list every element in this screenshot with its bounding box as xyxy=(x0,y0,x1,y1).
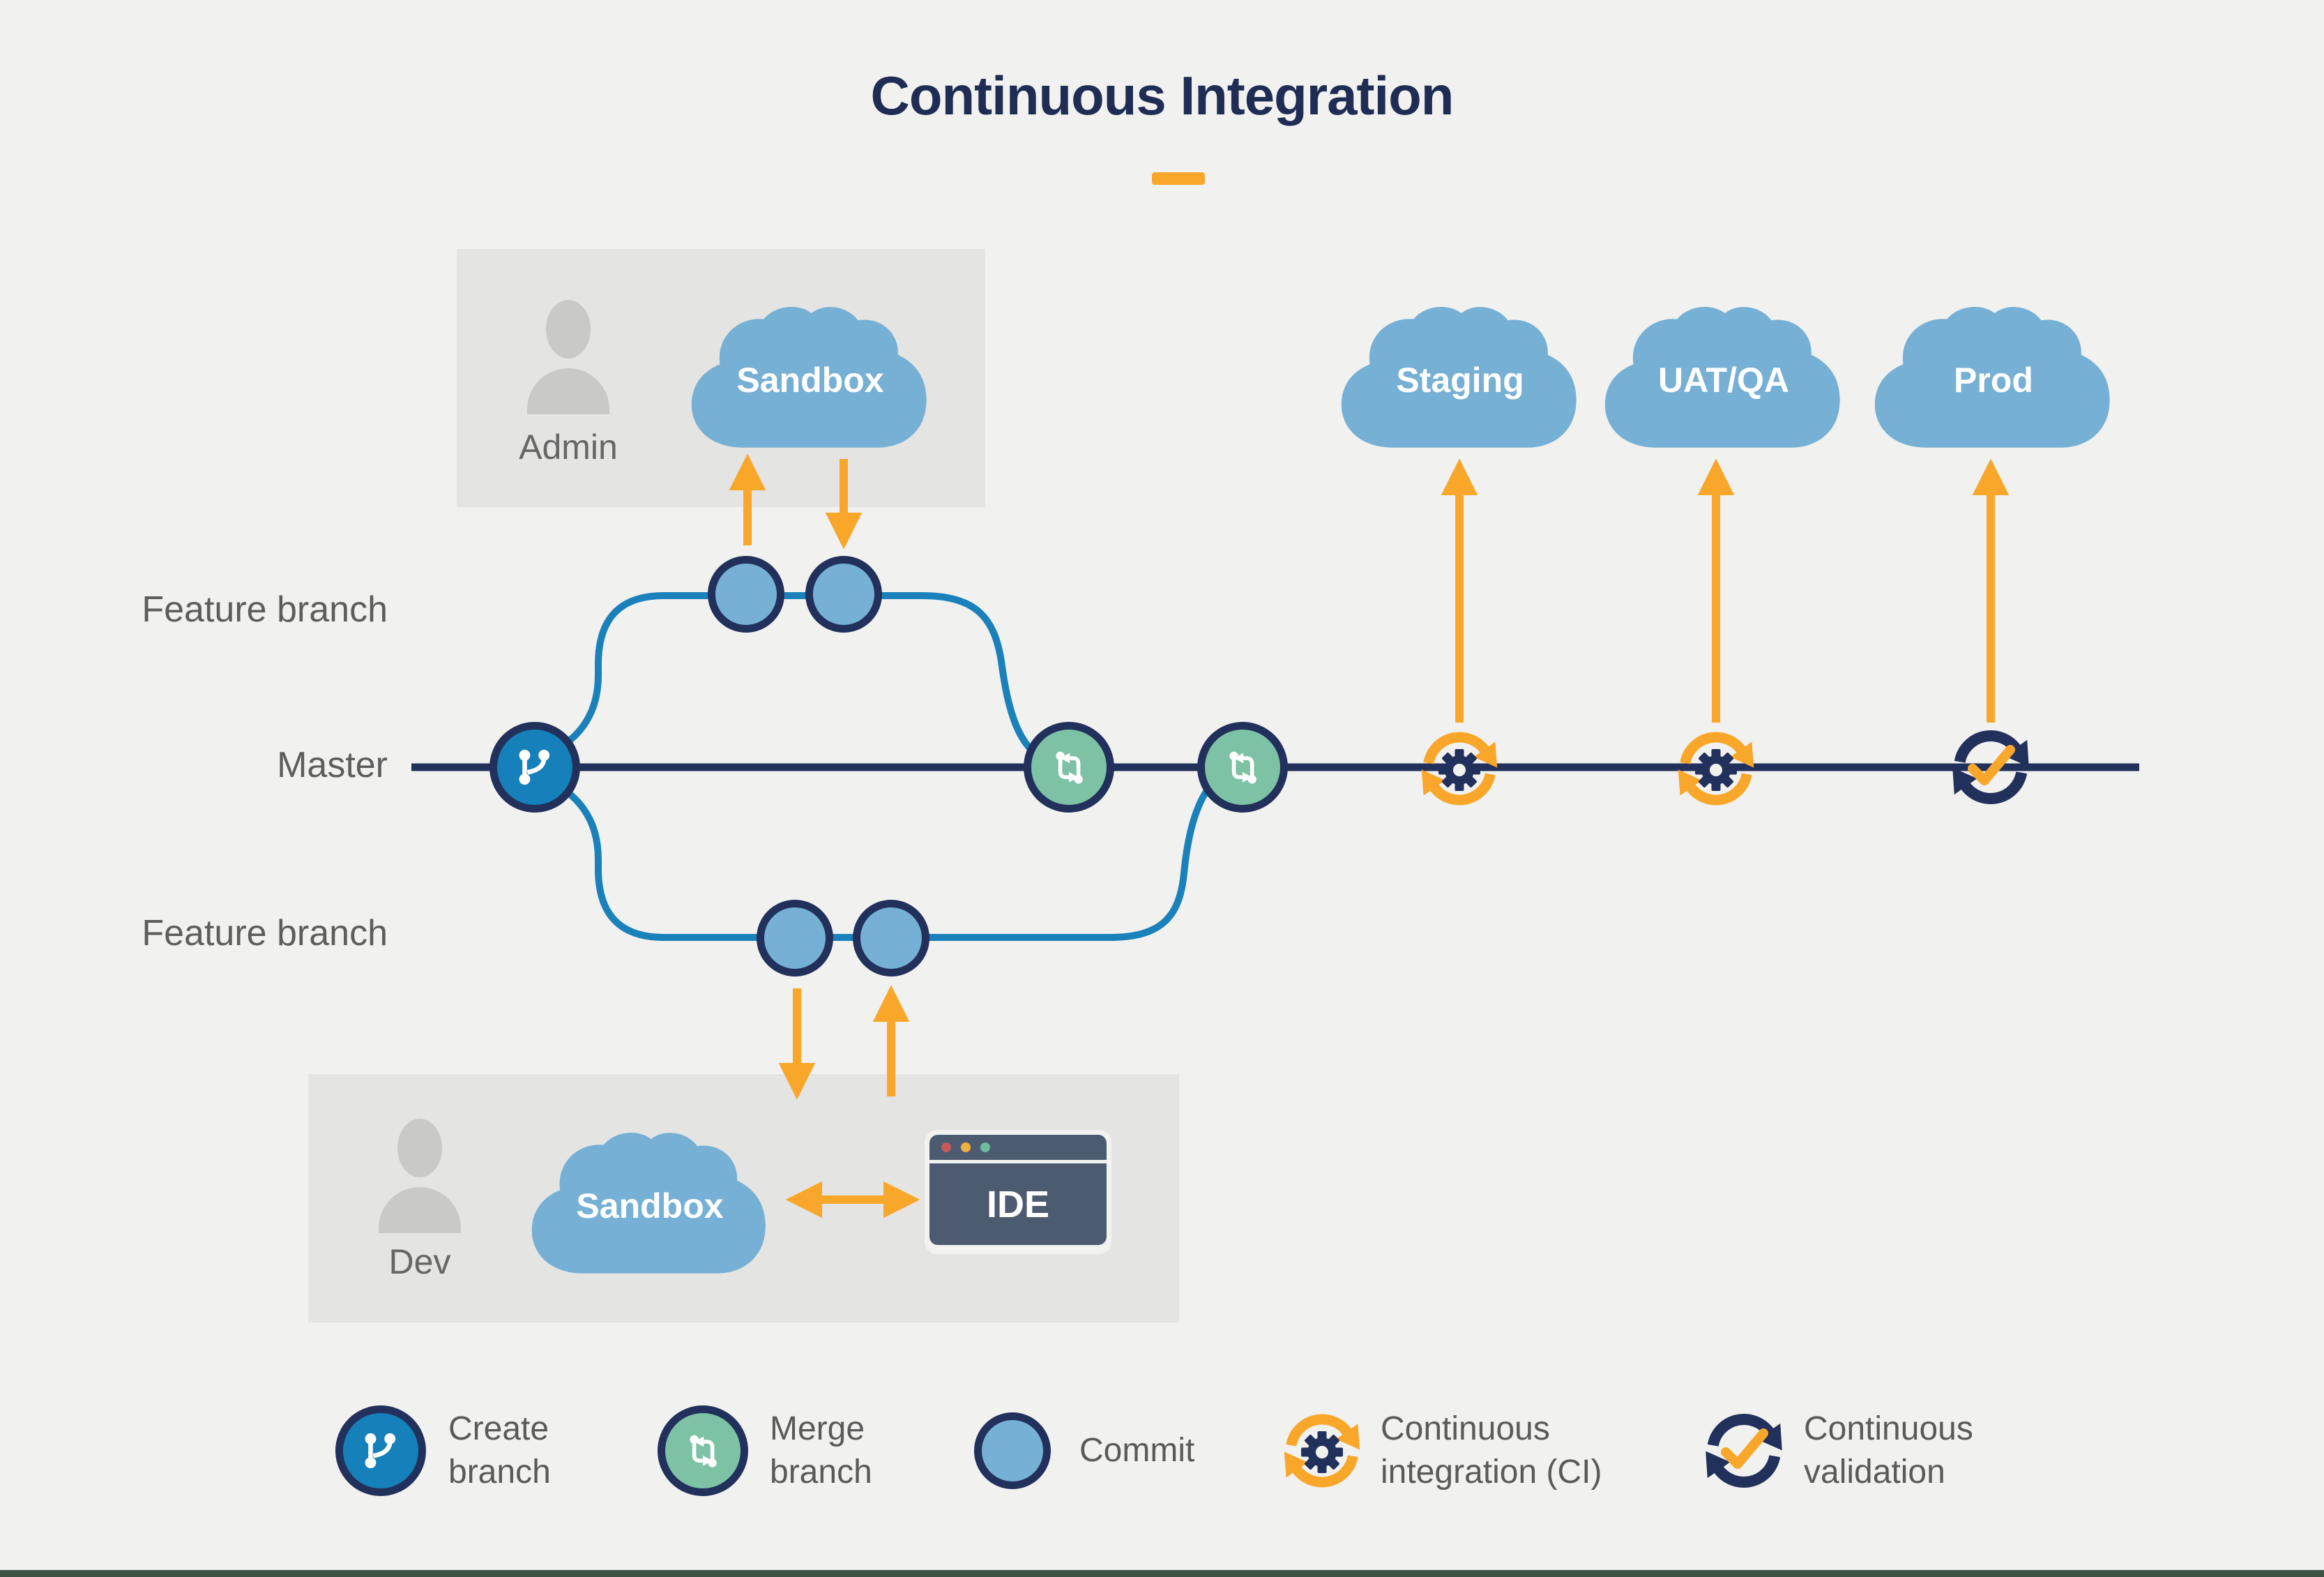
merge-branch-node xyxy=(1024,722,1114,813)
git-merge-icon xyxy=(1056,751,1083,784)
window-maximize-dot-icon xyxy=(980,1142,990,1152)
gear-icon xyxy=(1695,749,1737,791)
ci-cycle-gear-icon xyxy=(1284,1414,1360,1488)
ci-node xyxy=(1667,720,1765,817)
commit-node xyxy=(853,900,929,976)
uatqa-cloud-label: UAT/QA xyxy=(1658,361,1789,400)
merge-branch-node xyxy=(1197,722,1288,813)
ide-window: IDE xyxy=(925,1130,1111,1254)
cloud-icon xyxy=(1341,306,1577,448)
legend-merge-branch-node xyxy=(658,1405,748,1496)
admin-person-icon xyxy=(546,300,591,359)
legend-ci-icon xyxy=(1273,1402,1371,1500)
gear-icon xyxy=(1438,749,1480,791)
check-icon xyxy=(1721,1428,1768,1469)
validation-cycle-check-icon xyxy=(1706,1414,1782,1488)
cloud-icon xyxy=(691,306,927,448)
staging-cloud-label: Staging xyxy=(1396,361,1524,400)
window-close-dot-icon xyxy=(941,1142,951,1152)
title-underline xyxy=(1152,172,1205,185)
git-merge-icon xyxy=(690,1435,717,1467)
legend-create-branch-node xyxy=(335,1405,426,1496)
ide-body: IDE xyxy=(929,1163,1107,1245)
cloud-icon xyxy=(531,1132,766,1274)
dev-label: Dev xyxy=(388,1242,451,1281)
lane-label-master: Master xyxy=(277,745,388,785)
staging-cloud: Staging xyxy=(1331,293,1589,455)
commit-node xyxy=(805,556,882,633)
lane-label-feature-bottom: Feature branch xyxy=(142,913,388,953)
dev-person-icon xyxy=(397,1119,442,1177)
git-branch-icon xyxy=(519,749,550,785)
gear-icon xyxy=(1301,1431,1343,1473)
check-icon xyxy=(1968,745,2015,785)
ci-cycle-gear-icon xyxy=(1421,732,1498,806)
window-minimize-dot-icon xyxy=(961,1142,971,1152)
page-title: Continuous Integration xyxy=(870,65,1455,126)
cloud-icon xyxy=(1874,306,2110,448)
cloud-icon xyxy=(1604,306,1840,448)
uatqa-cloud: UAT/QA xyxy=(1595,293,1853,455)
prod-cloud-label: Prod xyxy=(1954,361,2033,400)
validation-node xyxy=(1942,718,2040,816)
prod-cloud: Prod xyxy=(1864,293,2122,455)
git-merge-icon xyxy=(1229,751,1256,784)
feature-branch-top-path xyxy=(535,592,1063,769)
lane-label-feature-top: Feature branch xyxy=(142,589,388,630)
legend-commit-node xyxy=(974,1412,1051,1489)
legend-merge-branch-label: Merge branch xyxy=(770,1410,872,1491)
legend-create-branch-label: Create branch xyxy=(448,1410,551,1491)
commit-node xyxy=(708,556,784,633)
ci-node xyxy=(1411,720,1508,817)
admin-sandbox-cloud: Sandbox xyxy=(681,293,939,455)
legend-commit-label: Commit xyxy=(1079,1432,1195,1469)
ide-titlebar xyxy=(929,1135,1107,1160)
validation-cycle-check-icon xyxy=(1952,730,2029,804)
dev-sandbox-cloud: Sandbox xyxy=(522,1119,778,1281)
legend-ci-label: Continuous integration (CI) xyxy=(1381,1410,1602,1491)
legend-validation-icon xyxy=(1695,1402,1793,1500)
dev-cloud-label: Sandbox xyxy=(576,1186,724,1226)
git-branch-icon xyxy=(365,1433,396,1469)
commit-node xyxy=(757,900,833,976)
footer-bar xyxy=(0,1570,2324,1577)
admin-label: Admin xyxy=(519,428,618,467)
create-branch-node xyxy=(489,722,580,813)
legend-validation-label: Continuous validation xyxy=(1804,1410,1973,1491)
ci-cycle-gear-icon xyxy=(1678,732,1754,806)
admin-cloud-label: Sandbox xyxy=(736,361,884,400)
